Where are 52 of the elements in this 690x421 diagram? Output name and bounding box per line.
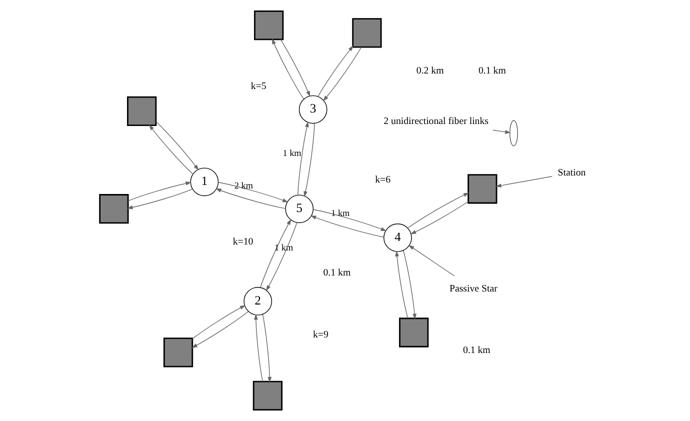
node-box bbox=[162, 338, 193, 368]
node-box bbox=[98, 194, 128, 224]
node-circle: 1 bbox=[190, 168, 218, 196]
arrow bbox=[148, 124, 192, 174]
label: k=9 bbox=[312, 330, 328, 341]
label: 0.1 km bbox=[462, 345, 490, 356]
edge-label: 1 km bbox=[282, 148, 301, 158]
label: 0.2 km bbox=[416, 66, 444, 77]
arrow bbox=[266, 222, 297, 292]
arrow bbox=[192, 305, 246, 340]
node-box bbox=[398, 318, 428, 348]
node-box bbox=[254, 10, 284, 40]
arrow bbox=[394, 250, 408, 319]
node-box bbox=[352, 18, 382, 48]
label: 0.1 km bbox=[322, 268, 350, 279]
label: 0.1 km bbox=[478, 66, 506, 77]
arrow bbox=[271, 38, 304, 100]
node-box bbox=[126, 96, 156, 126]
label: k=10 bbox=[232, 236, 253, 248]
arrow bbox=[317, 45, 353, 97]
node-text: Passive Star bbox=[448, 283, 497, 294]
label: k=5 bbox=[250, 81, 266, 92]
node-text: 2 unidirectional fiber links bbox=[383, 116, 488, 128]
arrow bbox=[126, 188, 192, 210]
arrow bbox=[253, 314, 262, 382]
arrow bbox=[410, 201, 468, 234]
node-text: Station bbox=[557, 167, 586, 178]
arrow bbox=[215, 188, 286, 209]
arrow bbox=[191, 311, 248, 348]
arrow bbox=[310, 216, 384, 238]
node-circle: 5 bbox=[284, 194, 314, 224]
arrow bbox=[312, 209, 386, 232]
arrow bbox=[280, 39, 310, 97]
arrow bbox=[260, 219, 291, 288]
arrow bbox=[495, 176, 552, 188]
arrow bbox=[402, 250, 416, 320]
node-circle: 4 bbox=[383, 224, 412, 252]
arrow bbox=[127, 181, 191, 202]
arrow bbox=[492, 130, 510, 134]
arrow bbox=[322, 46, 362, 102]
arrow bbox=[262, 314, 272, 383]
node-circle: 2 bbox=[243, 287, 272, 316]
arrow bbox=[408, 244, 454, 276]
arrow bbox=[406, 192, 469, 228]
arrow bbox=[218, 182, 288, 202]
node-ellipse bbox=[508, 120, 518, 146]
node-box bbox=[467, 174, 497, 204]
arrow bbox=[297, 121, 308, 196]
node-box bbox=[252, 380, 282, 411]
label: k=6 bbox=[374, 174, 390, 186]
arrow bbox=[155, 121, 198, 170]
arrow bbox=[303, 123, 314, 197]
